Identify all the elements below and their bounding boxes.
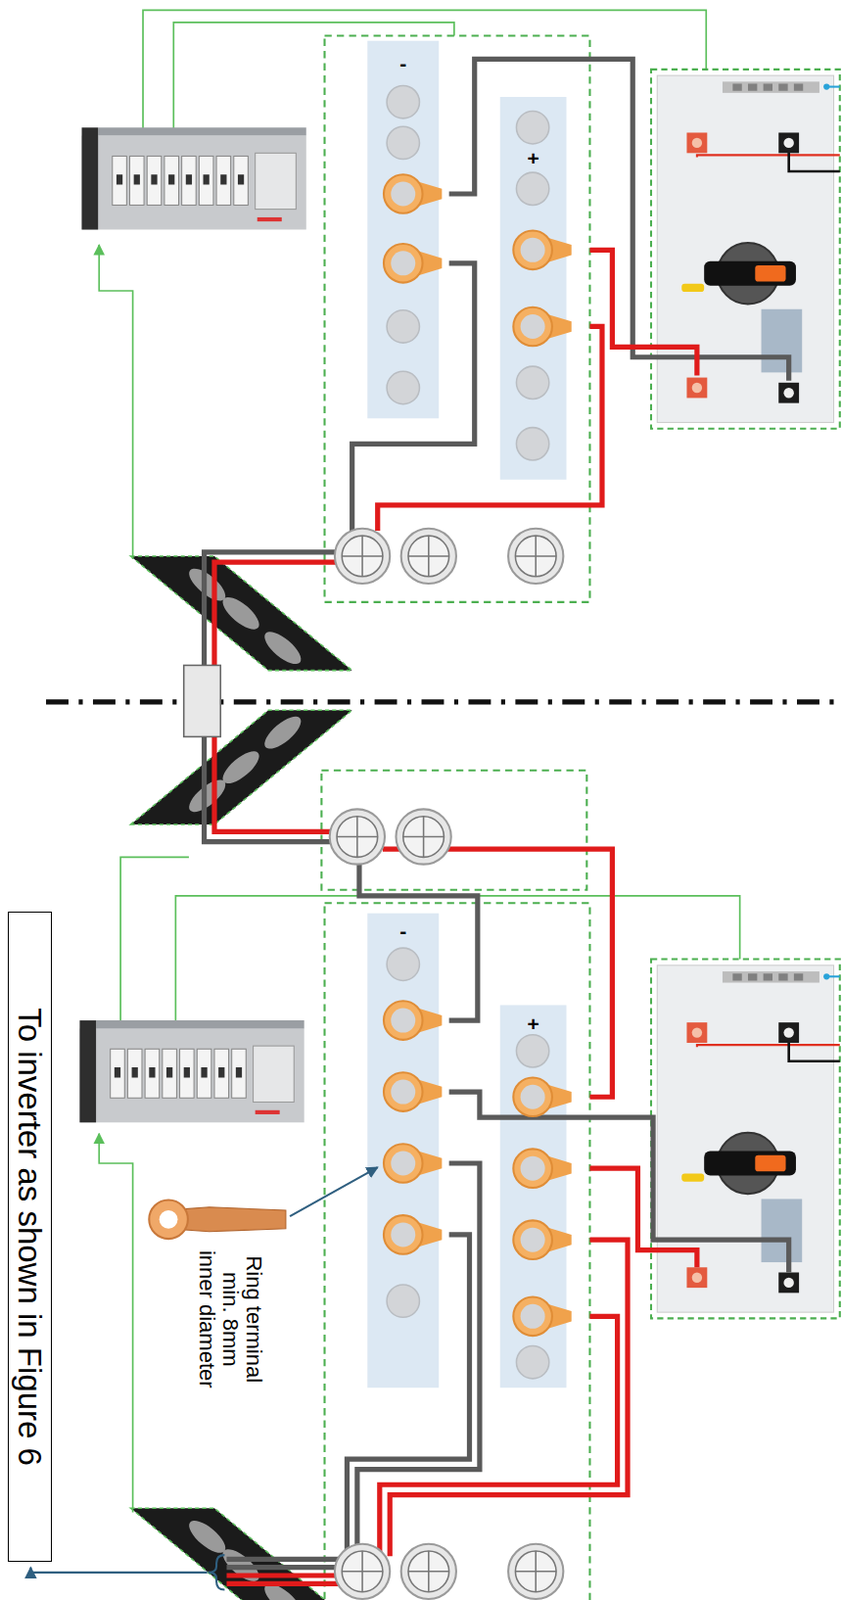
signal-line [98,9,740,1512]
callout-label: Ring terminal min. 8mm inner diameter [193,1236,266,1402]
polarity-sign: - [367,919,439,942]
ring-terminal [383,174,572,1336]
grommet-plate [131,1507,353,1600]
busbar: - [367,41,439,420]
section-line [46,699,842,704]
busbar: - [367,913,439,1389]
positive-cable [214,249,698,1584]
cable-connector [184,664,222,737]
grommet-plate [131,709,353,825]
busbar: + [500,96,567,480]
cable-gland [329,528,564,1599]
callout-text: To inverter as shown in Figure 6 [11,1007,47,1466]
grommet-plate [131,556,353,671]
breaker-box [82,127,307,230]
negative-cable [204,58,790,1567]
leader-arrow [289,1167,378,1217]
polarity-sign: - [367,51,439,75]
breaker-box [79,1020,304,1123]
leader-arrow [30,1567,207,1573]
battery-panel [651,959,841,1319]
callout-box: To inverter as shown in Figure 6 [7,911,51,1562]
ring-terminal-picture [148,1200,286,1240]
polarity-sign: + [500,146,567,170]
bundle-bracket [208,1554,226,1590]
enclosure-outline [321,35,590,1600]
battery-panel [651,69,841,429]
polarity-sign: + [500,1012,567,1035]
busbar: + [500,1005,567,1389]
